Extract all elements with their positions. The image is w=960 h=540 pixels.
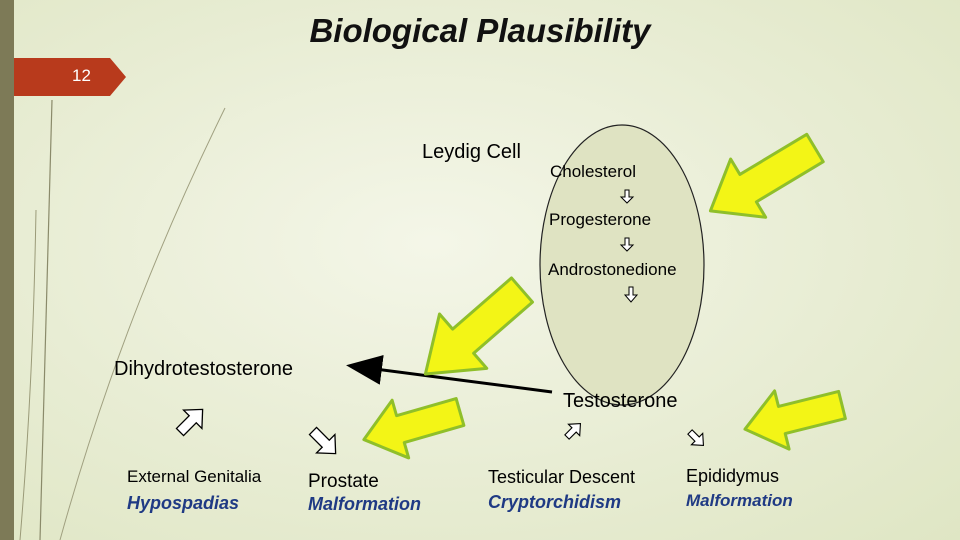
target-effect-cryptorchidism: Cryptorchidism xyxy=(488,492,622,512)
slide-title: Biological Plausibility xyxy=(309,12,651,49)
leydig-cell-label: Leydig Cell xyxy=(422,141,521,163)
target-effect-epididymus-malformation: Malformation xyxy=(686,491,793,510)
slide-number: 12 xyxy=(72,66,91,85)
target-arrow-prostate xyxy=(308,426,337,455)
target-organ-prostate: Prostate xyxy=(308,471,379,492)
pathway-step-progesterone: Progesterone xyxy=(549,210,652,229)
pathway-arrow-1 xyxy=(619,189,635,204)
target-organ-testicular-descent: Testicular Descent xyxy=(488,467,636,487)
target-effect-prostate-malformation: Malformation xyxy=(308,494,422,514)
target-arrow-epididymus xyxy=(687,429,705,447)
pathway-arrow-3 xyxy=(623,286,639,303)
slide-number-shape xyxy=(14,58,126,96)
leydig-cell-ellipse xyxy=(539,124,705,406)
target-arrow-testicular xyxy=(564,422,582,440)
target-organ-epididymus: Epididymus xyxy=(686,466,780,486)
dihydrotestosterone-label: Dihydrotestosterone xyxy=(114,358,293,380)
slide-number-tab: 12 xyxy=(14,58,126,96)
pathway-step-androstonedione: Androstonedione xyxy=(548,260,677,279)
left-border xyxy=(0,0,14,540)
target-organ-genitalia: External Genitalia xyxy=(127,467,262,486)
pathway-step-cholesterol: Cholesterol xyxy=(550,162,636,181)
highlight-arrow-cholesterol xyxy=(708,132,825,219)
highlight-arrow-dht xyxy=(423,276,534,376)
pathway-arrow-2 xyxy=(619,237,635,252)
highlight-arrow-epididymus xyxy=(743,389,847,451)
highlight-arrow-prostate xyxy=(362,397,466,460)
target-arrow-genitalia xyxy=(175,408,204,437)
conversion-arrow xyxy=(346,354,553,394)
testosterone-label: Testosterone xyxy=(563,390,678,412)
target-effect-hypospadias: Hypospadias xyxy=(127,493,240,513)
